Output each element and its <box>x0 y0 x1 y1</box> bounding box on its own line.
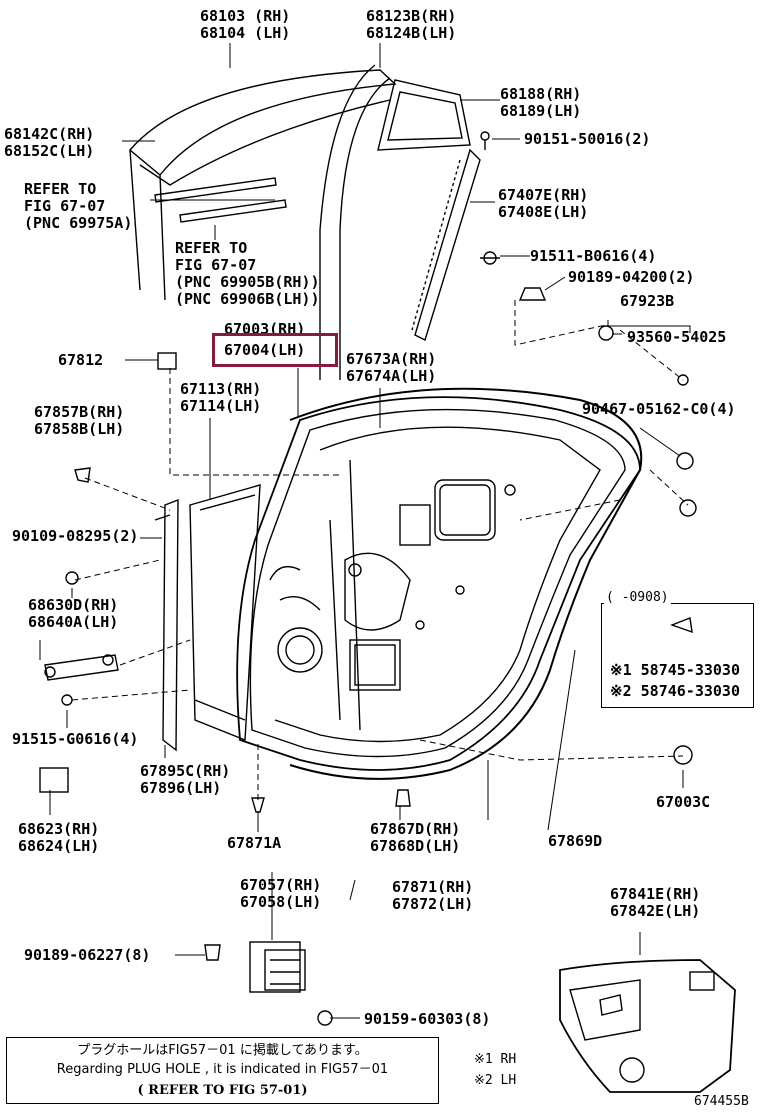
label-67871a[interactable]: 67871A <box>227 834 282 852</box>
label-90151[interactable]: 90151-50016(2) <box>524 130 651 148</box>
label-91515[interactable]: 91515-G0616(4) <box>12 730 139 748</box>
legend-lh: ※2 LH <box>474 1073 517 1088</box>
label-67004[interactable]: 67004(LH) <box>224 341 306 359</box>
note-reference: ( REFER TO FIG 57-01) <box>137 1083 308 1098</box>
label-67003[interactable]: 67003(RH) <box>224 321 306 333</box>
label-67923b[interactable]: 67923B <box>620 292 675 310</box>
production-range: ( -0908) <box>604 590 671 605</box>
figure-id: 674455B <box>694 1094 749 1109</box>
weatherstrip <box>289 387 643 780</box>
label-67857b[interactable]: 67857B(RH)67858B(LH) <box>34 403 125 438</box>
label-67841e[interactable]: 67841E(RH)67842E(LH) <box>610 885 701 920</box>
label-68103[interactable]: 68103 (RH)68104 (LH) <box>200 7 291 42</box>
door-lock <box>249 941 306 993</box>
bumper-cushion <box>39 352 177 793</box>
label-67057[interactable]: 67057(RH)67058(LH) <box>240 876 322 911</box>
production-range-box <box>601 603 754 708</box>
door-check <box>44 654 119 681</box>
label-67895c[interactable]: 67895C(RH)67896(LH) <box>140 762 231 797</box>
label-68142c[interactable]: 68142C(RH)68152C(LH) <box>4 125 95 160</box>
grommet-part <box>669 617 693 634</box>
label-67407e[interactable]: 67407E(RH)67408E(LH) <box>498 186 589 221</box>
door-trim-board <box>559 959 736 1093</box>
front-channel <box>154 498 179 752</box>
door-frame <box>236 396 641 771</box>
fasteners <box>61 131 697 1026</box>
label-91511[interactable]: 91511-B0616(4) <box>530 247 657 265</box>
door-glass <box>129 64 397 380</box>
label-90189-06227[interactable]: 90189-06227(8) <box>24 946 151 964</box>
highlight-box <box>212 333 338 367</box>
label-68623[interactable]: 68623(RH)68624(LH) <box>18 820 100 855</box>
label-67867d[interactable]: 67867D(RH)67868D(LH) <box>370 820 461 855</box>
label-58745[interactable]: ※1 58745-33030 <box>610 661 740 679</box>
leader-lines <box>39 43 691 1019</box>
outer-panel <box>189 484 261 742</box>
label-68630d[interactable]: 68630D(RH)68640A(LH) <box>28 596 119 631</box>
plug-hole-note: プラグホールはFIG57－01 に掲載してあります。 Regarding PLU… <box>6 1037 439 1104</box>
note-english: Regarding PLUG HOLE , it is indicated in… <box>56 1062 389 1077</box>
label-90189-04200[interactable]: 90189-04200(2) <box>568 268 695 286</box>
label-90109[interactable]: 90109-08295(2) <box>12 527 139 545</box>
dashed-lines <box>71 300 689 800</box>
label-67003c[interactable]: 67003C <box>656 793 711 811</box>
label-67812[interactable]: 67812 <box>58 351 104 369</box>
label-90159[interactable]: 90159-60303(8) <box>364 1010 491 1028</box>
quarter-glass <box>377 79 471 151</box>
label-68188[interactable]: 68188(RH)68189(LH) <box>500 85 582 120</box>
label-93560[interactable]: 93560-54025 <box>627 328 727 346</box>
label-67869d[interactable]: 67869D <box>548 832 603 850</box>
label-67673a[interactable]: 67673A(RH)67674A(LH) <box>346 350 437 385</box>
legend-rh: ※1 RH <box>474 1052 517 1067</box>
label-58746[interactable]: ※2 58746-33030 <box>610 682 740 700</box>
label-68123b[interactable]: 68123B(RH)68124B(LH) <box>366 7 457 42</box>
label-67871[interactable]: 67871(RH)67872(LH) <box>392 878 474 913</box>
label-67113[interactable]: 67113(RH)67114(LH) <box>180 380 262 415</box>
note-japanese: プラグホールはFIG57－01 に掲載してあります。 <box>77 1043 368 1058</box>
rear-channel <box>411 148 481 341</box>
label-90467[interactable]: 90467-05162-C0(4) <box>582 400 736 418</box>
